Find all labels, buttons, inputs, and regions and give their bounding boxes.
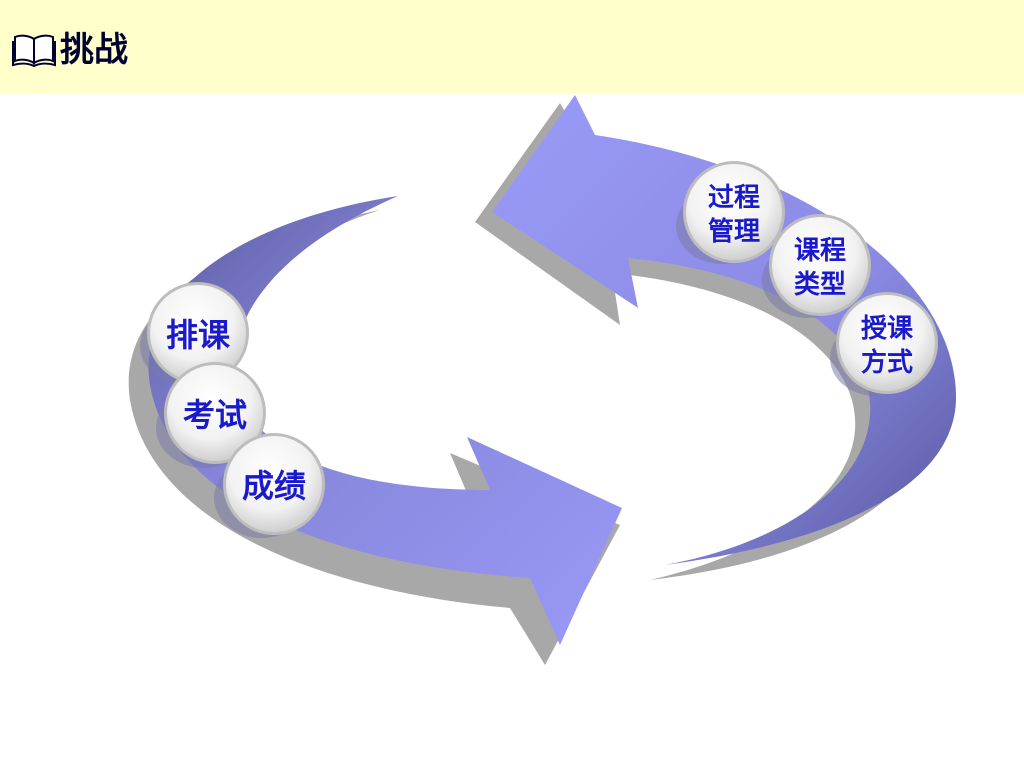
node-label: 考试: [183, 396, 247, 434]
title-bar: 挑战: [0, 0, 1024, 94]
node-label-line1: 课程: [794, 236, 846, 266]
node-label-line2: 方式: [861, 347, 913, 378]
node-guocheng-guanli: 过程 管理: [676, 161, 785, 264]
node-shouke-fangshi: 授课 方式: [830, 292, 938, 396]
slide-title: 挑战: [60, 30, 128, 70]
node-label: 成绩: [242, 467, 306, 505]
node-kaoshi: 考试: [156, 362, 266, 468]
node-kecheng-leixing: 课程 类型: [762, 214, 871, 318]
open-book-icon: [12, 34, 56, 67]
node-label-line2: 类型: [794, 270, 846, 300]
right-arrow: [492, 95, 957, 565]
title-group: 挑战: [12, 26, 128, 74]
left-arrow: [148, 196, 622, 645]
node-chengji: 成绩: [214, 433, 325, 538]
node-label-line1: 授课: [861, 314, 914, 344]
node-label-line2: 管理: [708, 217, 760, 247]
node-label-line1: 过程: [708, 183, 760, 213]
node-label: 排课: [166, 316, 231, 354]
